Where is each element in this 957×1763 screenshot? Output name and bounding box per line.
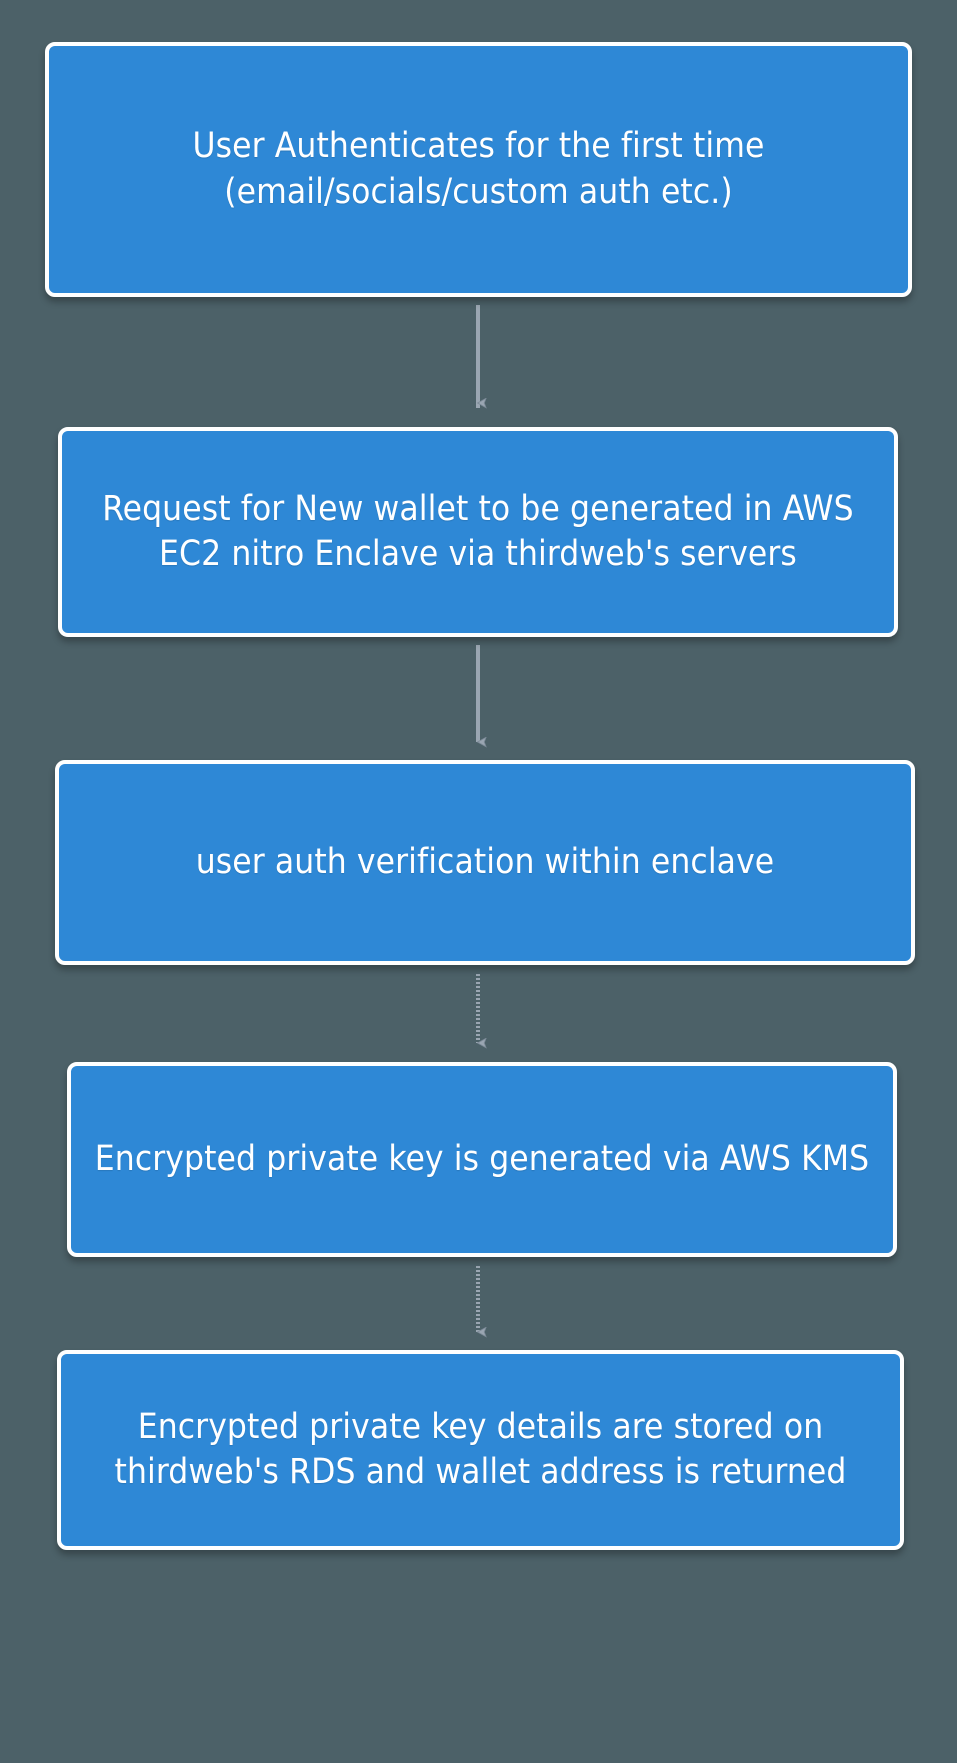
flow-node-label: Request for New wallet to be generated i…: [102, 488, 854, 575]
flow-node-user-authenticates[interactable]: User Authenticates for the first time (e…: [45, 42, 912, 297]
flow-node-label: Encrypted private key is generated via A…: [94, 1138, 870, 1179]
flow-node-request-new-wallet[interactable]: Request for New wallet to be generated i…: [58, 427, 898, 637]
flow-node-label: Encrypted private key details are stored…: [114, 1406, 847, 1493]
flow-node-encrypted-private-key-generated[interactable]: Encrypted private key is generated via A…: [67, 1062, 897, 1257]
flow-node-label: user auth verification within enclave: [195, 841, 775, 882]
flow-node-label: User Authenticates for the first time (e…: [192, 126, 765, 212]
flow-node-key-details-stored-and-returned[interactable]: Encrypted private key details are stored…: [57, 1350, 904, 1550]
flow-node-user-auth-verification[interactable]: user auth verification within enclave: [55, 760, 915, 965]
